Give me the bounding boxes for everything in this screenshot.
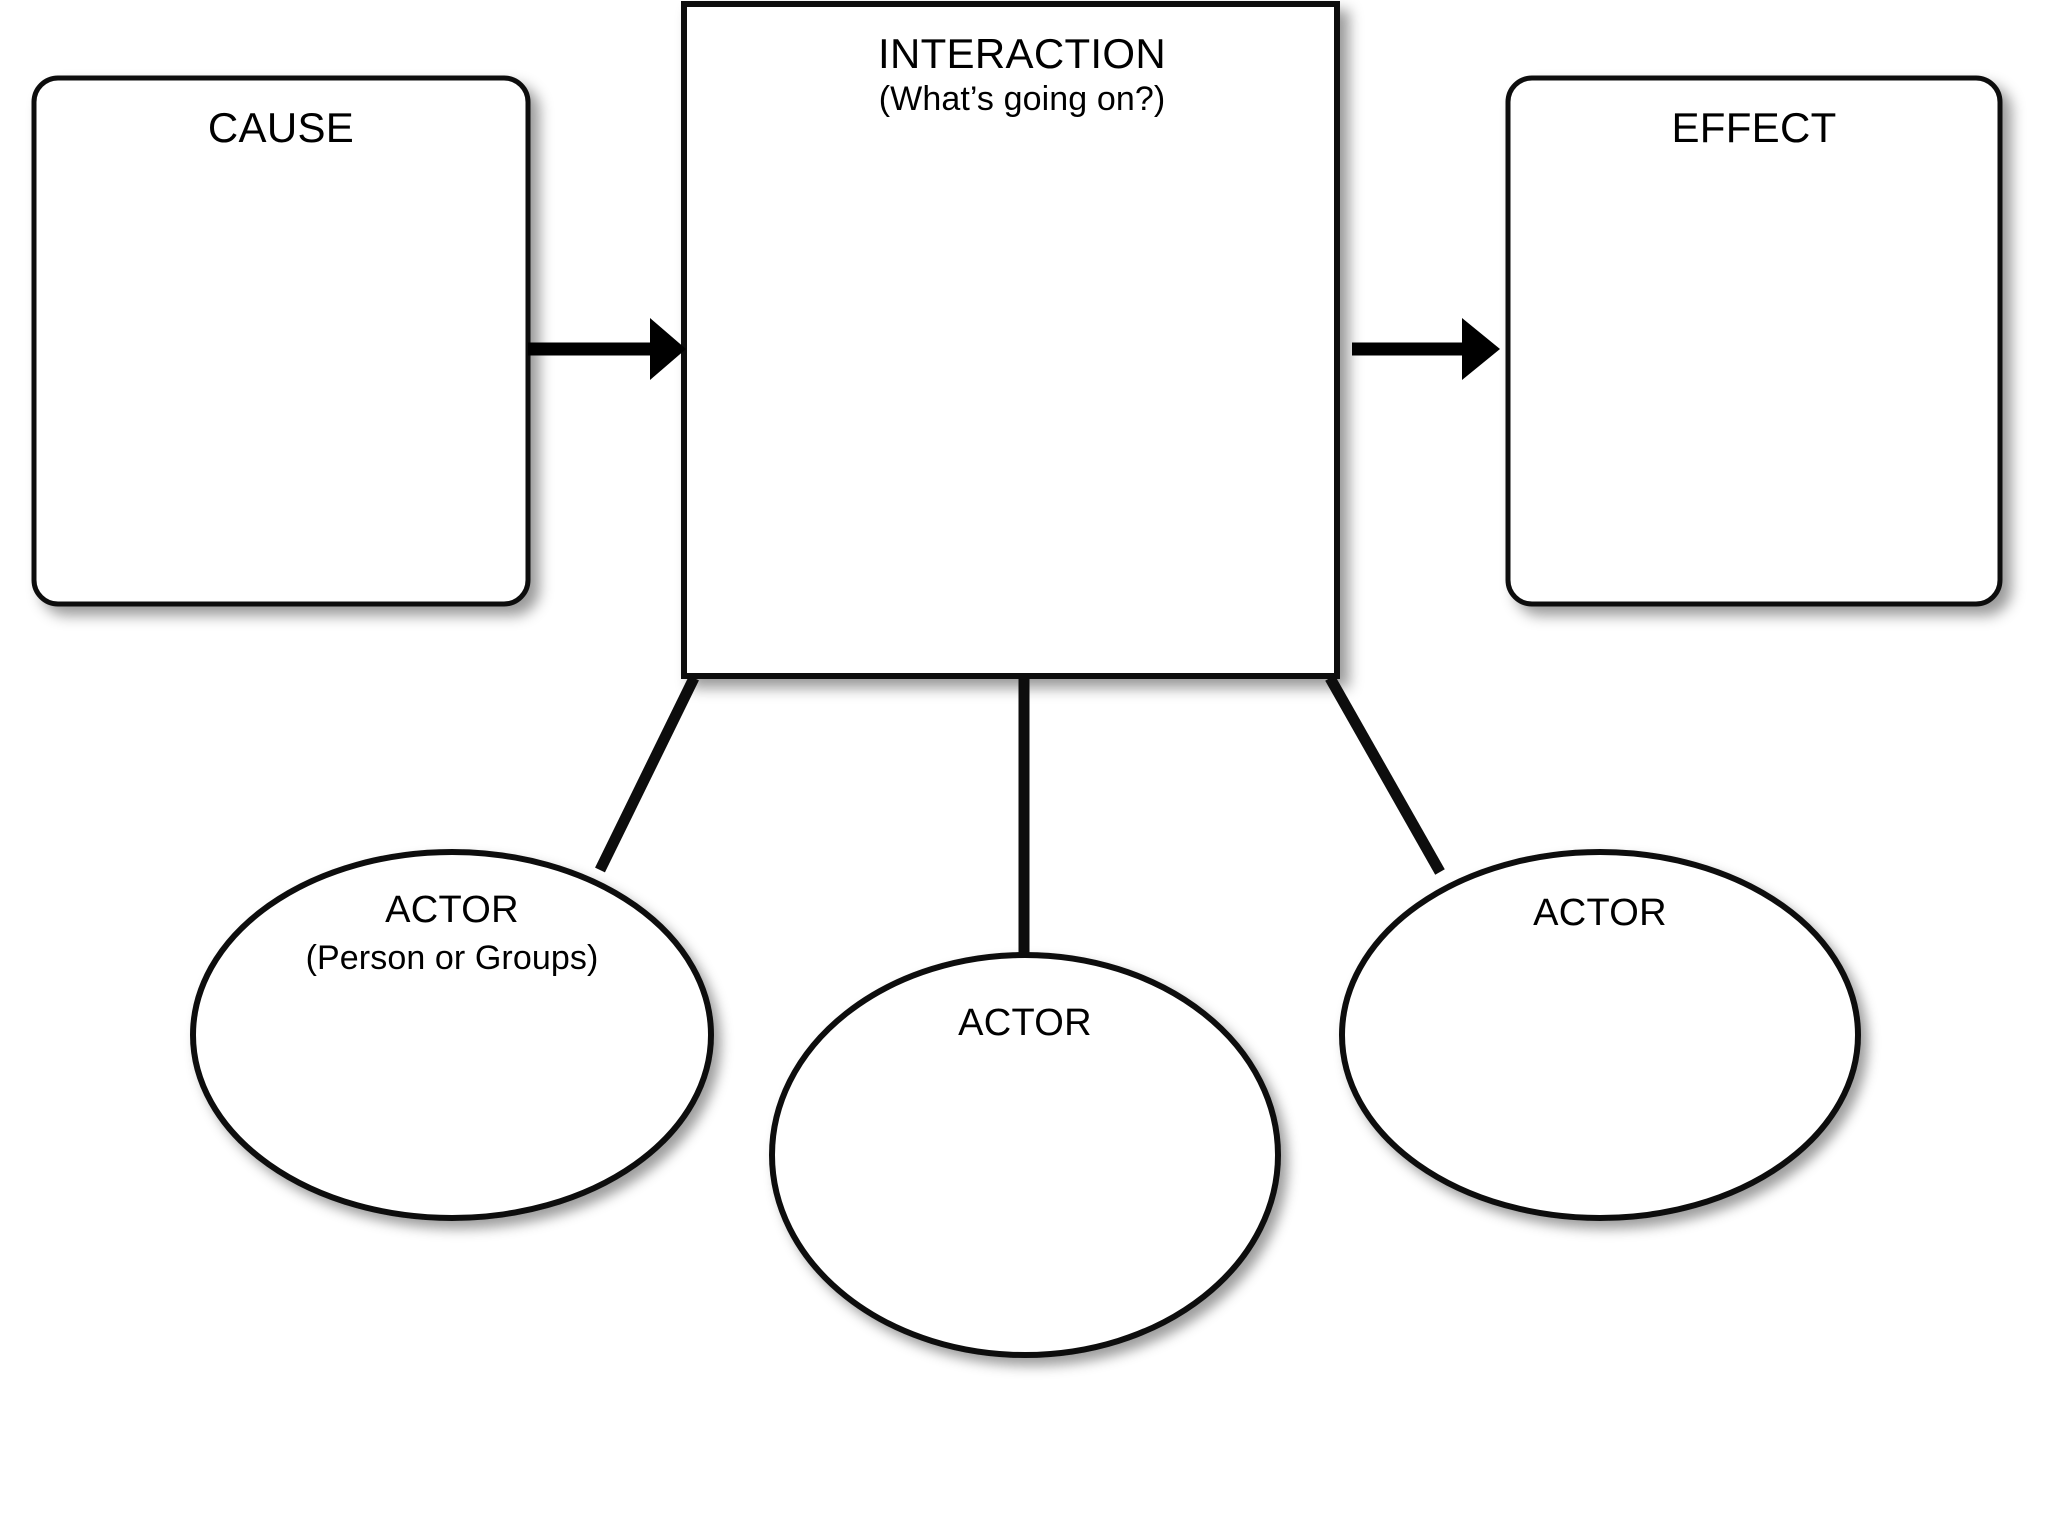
interaction-sublabel: (What’s going on?) <box>879 80 1166 118</box>
actor-right-label: ACTOR <box>1533 892 1667 934</box>
actor-left-ellipse-shape <box>190 849 714 1221</box>
arrow-head-icon <box>1462 318 1500 380</box>
cause-label: CAUSE <box>208 104 354 151</box>
interaction-box-shape <box>681 1 1340 679</box>
connector-interaction-actor-right <box>1325 675 1445 875</box>
actor-center-node[interactable]: ACTOR <box>769 952 1281 1358</box>
effect-node[interactable]: EFFECT <box>1505 75 2003 607</box>
interaction-label: INTERACTION <box>878 30 1166 77</box>
arrow-head-icon <box>650 318 686 380</box>
actor-left-node[interactable]: ACTOR (Person or Groups) <box>190 849 714 1221</box>
effect-box-shape <box>1505 75 2003 607</box>
actor-right-node[interactable]: ACTOR <box>1339 849 1861 1221</box>
actor-left-sublabel: (Person or Groups) <box>306 939 599 977</box>
effect-label: EFFECT <box>1671 104 1836 151</box>
actor-left-label: ACTOR <box>385 889 519 931</box>
arrow-cause-to-interaction <box>528 318 686 380</box>
actor-center-label: ACTOR <box>958 1002 1092 1044</box>
connector-interaction-actor-left <box>595 675 699 873</box>
interaction-node[interactable]: INTERACTION (What’s going on?) <box>681 1 1340 679</box>
cause-node[interactable]: CAUSE <box>31 75 531 607</box>
actor-center-ellipse-shape <box>769 952 1281 1358</box>
cause-box-shape <box>31 75 531 607</box>
arrow-interaction-to-effect <box>1352 318 1500 380</box>
actor-right-ellipse-shape <box>1339 849 1861 1221</box>
